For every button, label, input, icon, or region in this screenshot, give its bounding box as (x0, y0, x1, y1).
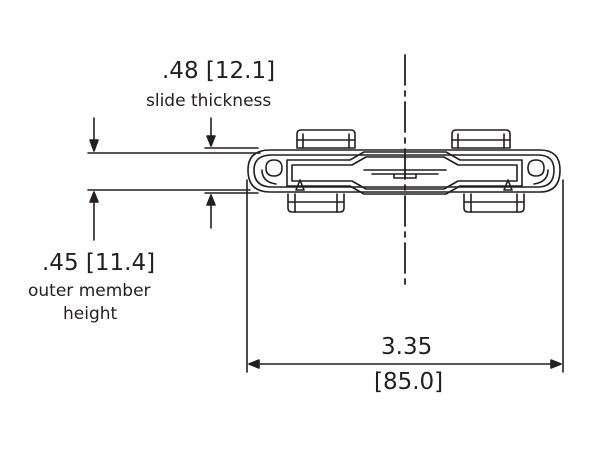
slide-thickness-value: .48 [12.1] (162, 58, 276, 84)
ball-bearing-left (295, 179, 305, 191)
outer-member (247, 149, 561, 193)
outer-member-height-dimension (204, 117, 259, 229)
intermediate-member (286, 151, 523, 195)
bottom-mounting-tab-right (463, 193, 525, 213)
top-mounting-tab-right (451, 129, 511, 149)
width-dimension (246, 179, 564, 373)
width-value-inches: 3.35 (381, 334, 433, 360)
outer-member-height-label-line2: height (63, 304, 118, 324)
width-value-mm: [85.0] (374, 369, 444, 395)
outer-member-height-value: .45 [11.4] (42, 250, 156, 276)
bottom-mounting-tab-left (287, 193, 345, 213)
slide-thickness-label: slide thickness (146, 91, 272, 111)
top-mounting-tab-left (296, 129, 356, 149)
ball-bearing-right (503, 179, 513, 191)
outer-member-height-label-line1: outer member (28, 281, 151, 301)
slide-thickness-dimension (87, 117, 261, 241)
